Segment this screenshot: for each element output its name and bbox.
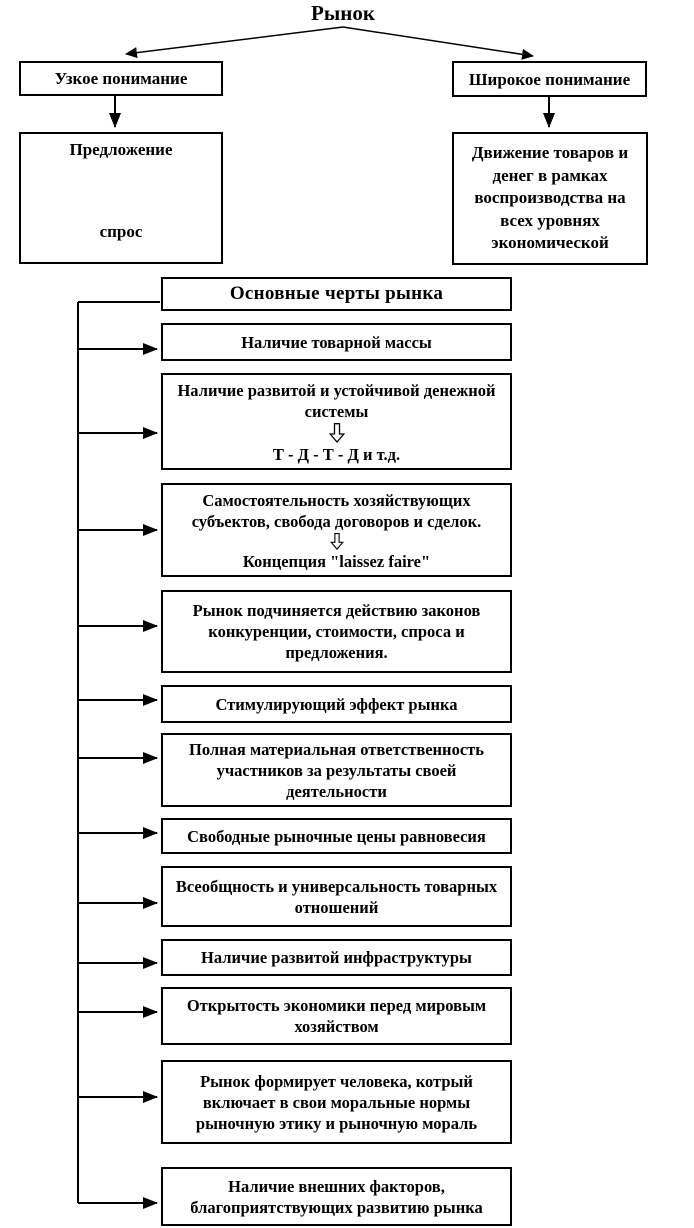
feature-box-external-factors: Наличие внешних факторов, благоприятству… bbox=[161, 1167, 512, 1226]
node-broad-understanding-label: Широкое понимание bbox=[468, 69, 631, 89]
feature-box-laws: Рынок подчиняется действию законов конку… bbox=[161, 590, 512, 673]
arrow-title-to-broad bbox=[342, 26, 534, 60]
feature-box-universality: Всеобщность и универсальность товарных о… bbox=[161, 866, 512, 927]
feature-sublabel: Концепция "laissez faire" bbox=[242, 552, 431, 571]
hollow-down-arrow-icon bbox=[329, 533, 344, 550]
feature-label: Рынок формирует человека, котрый включае… bbox=[195, 1071, 478, 1133]
feature-label: Наличие товарной массы bbox=[241, 332, 432, 352]
node-supply-demand: Предложение спрос bbox=[19, 132, 223, 264]
feature-label: Наличие развитой инфраструктуры bbox=[201, 948, 472, 967]
feature-label: Открытость экономики перед мировым хозяй… bbox=[186, 996, 487, 1036]
hollow-down-arrow-icon bbox=[328, 423, 345, 443]
feature-label: Всеобщность и универсальность товарных о… bbox=[175, 876, 498, 917]
features-header-label: Основные черты рынка bbox=[229, 283, 444, 304]
arrow-title-to-narrow bbox=[125, 26, 344, 59]
page-title: Рынок bbox=[311, 1, 375, 25]
demand-label: спрос bbox=[99, 222, 143, 241]
features-header-box: Основные черты рынка bbox=[161, 277, 512, 311]
feature-label: Наличие внешних факторов, благоприятству… bbox=[190, 1176, 483, 1217]
feature-sublabel: Т - Д - Т - Д и т.д. bbox=[272, 445, 401, 464]
node-narrow-understanding-label: Узкое понимание bbox=[54, 69, 188, 88]
feature-label: Полная материальная ответственность учас… bbox=[189, 739, 484, 801]
feature-label: Наличие развитой и устойчивой денежной с… bbox=[177, 381, 496, 421]
node-goods-movement: Движение товаров и денег в рамках воспро… bbox=[452, 132, 648, 265]
feature-box-stimulating-effect: Стимулирующий эффект рынка bbox=[161, 685, 512, 723]
feature-box-independence: Самостоятельность хозяйствующих субъекто… bbox=[161, 483, 512, 577]
supply-label: Предложение bbox=[69, 140, 173, 159]
feature-label: Свободные рыночные цены равновесия bbox=[187, 826, 486, 846]
node-narrow-understanding: Узкое понимание bbox=[19, 61, 223, 96]
feature-label: Рынок подчиняется действию законов конку… bbox=[192, 601, 481, 662]
feature-box-morality: Рынок формирует человека, котрый включае… bbox=[161, 1060, 512, 1144]
feature-label: Самостоятельность хозяйствующих субъекто… bbox=[191, 491, 482, 531]
feature-box-money-system: Наличие развитой и устойчивой денежной с… bbox=[161, 373, 512, 470]
feature-box-infrastructure: Наличие развитой инфраструктуры bbox=[161, 939, 512, 976]
feature-box-free-prices: Свободные рыночные цены равновесия bbox=[161, 818, 512, 854]
feature-box-responsibility: Полная материальная ответственность учас… bbox=[161, 733, 512, 807]
feature-label: Стимулирующий эффект рынка bbox=[215, 694, 458, 714]
node-goods-movement-label: Движение товаров и денег в рамках воспро… bbox=[471, 143, 629, 253]
feature-box-openness: Открытость экономики перед мировым хозяй… bbox=[161, 987, 512, 1045]
feature-box-commodity-mass: Наличие товарной массы bbox=[161, 323, 512, 361]
node-broad-understanding: Широкое понимание bbox=[452, 61, 647, 97]
